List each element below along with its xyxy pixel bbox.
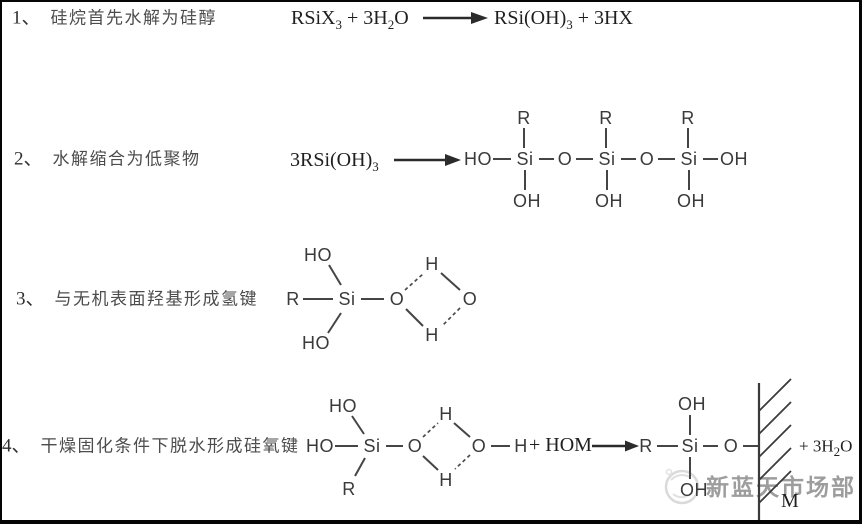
watermark: 新蓝天市场部 <box>659 460 856 510</box>
covalent-bond-line <box>405 308 424 327</box>
reaction-arrow-head <box>445 154 461 166</box>
hydrogen-bond-line <box>441 307 461 327</box>
surface-hatch-line <box>758 378 792 412</box>
hydrogen-bond-line <box>404 273 424 291</box>
surface-hatch-line <box>758 401 792 435</box>
surface-hatch-line <box>758 424 792 458</box>
hydrogen-bond-line <box>422 422 439 438</box>
reaction-arrow-head <box>471 12 488 24</box>
covalent-bond-line <box>327 312 342 334</box>
covalent-bond-line <box>422 455 439 471</box>
hydrogen-bond-line <box>454 454 471 470</box>
covalent-bond-line <box>351 415 365 435</box>
covalent-bond-line <box>354 457 366 477</box>
reaction-arrow-head <box>625 440 639 452</box>
watermark-text: 新蓝天市场部 <box>706 474 856 500</box>
covalent-bond-line <box>328 264 342 286</box>
surface-hatch-line <box>758 447 792 481</box>
covalent-bond-line <box>453 422 471 438</box>
surface-hatch-line <box>758 470 792 504</box>
covalent-bond-line <box>440 272 461 291</box>
watermark-logo-icon <box>664 468 700 505</box>
